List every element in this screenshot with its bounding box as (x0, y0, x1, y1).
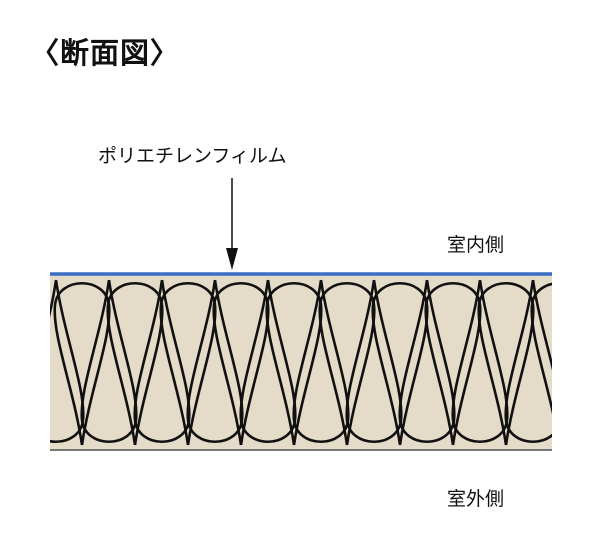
fiber-loop-bottom (559, 280, 600, 442)
fiber-loop-bottom (345, 279, 403, 443)
fiber-loop-top (212, 282, 270, 446)
fiber-loop-top (318, 282, 376, 446)
fiber-loop-bottom (133, 279, 191, 443)
arrow-icon (226, 178, 238, 270)
fiber-loop-bottom (451, 279, 509, 443)
fiber-loop-bottom (504, 279, 552, 443)
fiber-loop-bottom (50, 279, 85, 443)
fiber-loops (50, 279, 600, 446)
fiber-loop-bottom (80, 279, 138, 443)
fiber-loop-top (371, 282, 429, 446)
indoor-side-label: 室内側 (447, 234, 505, 256)
fiber-loop-top (159, 282, 217, 446)
fiber-loop-top (477, 282, 535, 446)
diagram-title: 〈断面図〉 (30, 36, 181, 70)
fiber-loop-top (265, 282, 323, 446)
fiber-loop-bottom (239, 279, 297, 443)
fiber-loop-bottom (398, 279, 456, 443)
fiber-loop-top (424, 282, 482, 446)
polyethylene-film-label: ポリエチレンフィルム (98, 145, 287, 167)
fiber-loop-top (106, 282, 164, 446)
fiber-loop-top (585, 283, 600, 445)
fiber-loop-bottom (292, 279, 350, 443)
fiber-loop-top (530, 282, 552, 415)
fiber-loop-bottom (186, 279, 244, 443)
outdoor-side-label: 室外側 (447, 488, 505, 510)
fiber-loop-top (53, 282, 111, 446)
insulation-layer (50, 275, 552, 450)
